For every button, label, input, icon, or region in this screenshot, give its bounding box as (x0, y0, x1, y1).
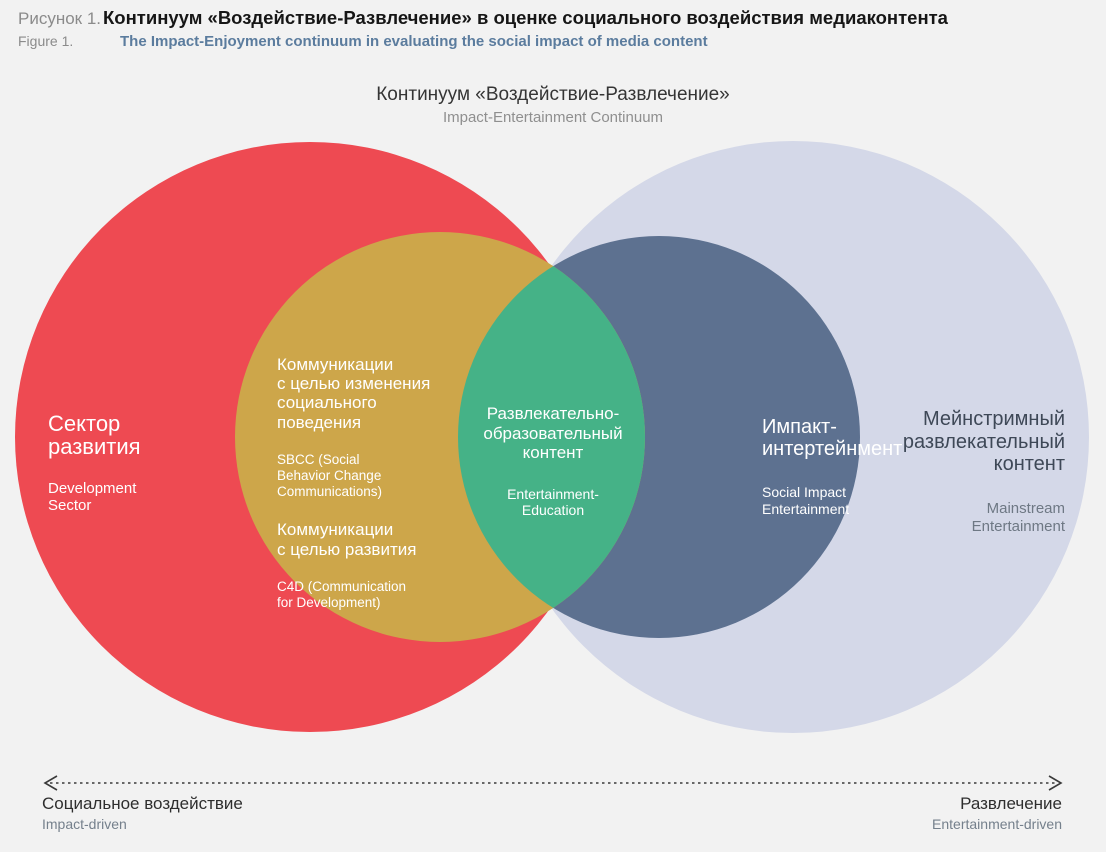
axis-right-label-ru: Развлечение (960, 794, 1062, 813)
axis-left-label: Социальное воздействие Impact-driven (42, 794, 243, 832)
continuum-axis (43, 775, 1063, 791)
c4d-label-ru: Коммуникации с целью развития (277, 520, 417, 559)
figure-title-en: The Impact-Enjoyment continuum in evalua… (120, 33, 708, 50)
diagram-title-ru: Континуум «Воздействие-Развлечение» (376, 84, 730, 105)
axis-left-arrow-icon (43, 775, 58, 791)
axis-right-arrow-icon (1048, 775, 1063, 791)
entertainment-education-label-ru: Развлекательно- образовательный контент (483, 404, 623, 463)
entertainment-education-label-en: Entertainment- Education (507, 485, 599, 519)
mainstream-entertainment-label: Мейнстримный развлекательный контент Mai… (835, 390, 1065, 554)
caption-row-en: Figure 1. The Impact-Enjoyment continuum… (18, 33, 1098, 50)
axis-left-label-en: Impact-driven (42, 816, 127, 832)
sbcc-label-ru: Коммуникации с целью изменения социально… (277, 355, 431, 432)
sbcc-label-en: SBCC (Social Behavior Change Communicati… (277, 451, 383, 500)
development-sector-label-ru: Сектор развития (48, 411, 141, 460)
figure-title-ru: Континуум «Воздействие-Развлечение» в оц… (103, 7, 948, 28)
development-sector-label: Сектор развития Development Sector (48, 394, 218, 532)
axis-right-label-en: Entertainment-driven (932, 816, 1062, 832)
diagram-title: Континуум «Воздействие-Развлечение» Impa… (0, 84, 1106, 126)
diagram-title-en: Impact-Entertainment Continuum (442, 109, 664, 126)
figure-number-ru: Рисунок 1. (18, 9, 102, 28)
entertainment-education-label: Развлекательно- образовательный контент … (462, 386, 644, 537)
figure-number-en: Figure 1. (18, 33, 74, 49)
axis-left-label-ru: Социальное воздействие (42, 794, 243, 813)
mainstream-entertainment-label-ru: Мейнстримный развлекательный контент (902, 408, 1065, 476)
figure-caption: Рисунок 1. Континуум «Воздействие-Развле… (18, 7, 1098, 50)
social-impact-entertainment-label-ru: Импакт- интертейнмент (762, 416, 903, 461)
caption-row-ru: Рисунок 1. Континуум «Воздействие-Развле… (18, 7, 1098, 29)
entertainment-education-lens (458, 236, 645, 638)
venn-diagram (15, 141, 1089, 733)
social-impact-entertainment-label-en: Social Impact Entertainment (762, 483, 850, 517)
social-impact-entertainment-label: Импакт- интертейнмент Social Impact Ente… (762, 398, 932, 535)
c4d-label-en: C4D (Communication for Development) (277, 578, 407, 610)
development-sector-label-en: Development Sector (48, 480, 137, 514)
axis-right-label: Развлечение Entertainment-driven (932, 794, 1062, 832)
mainstream-entertainment-label-en: Mainstream Entertainment (971, 499, 1065, 535)
communications-label: Коммуникации с целью изменения социально… (277, 337, 487, 629)
